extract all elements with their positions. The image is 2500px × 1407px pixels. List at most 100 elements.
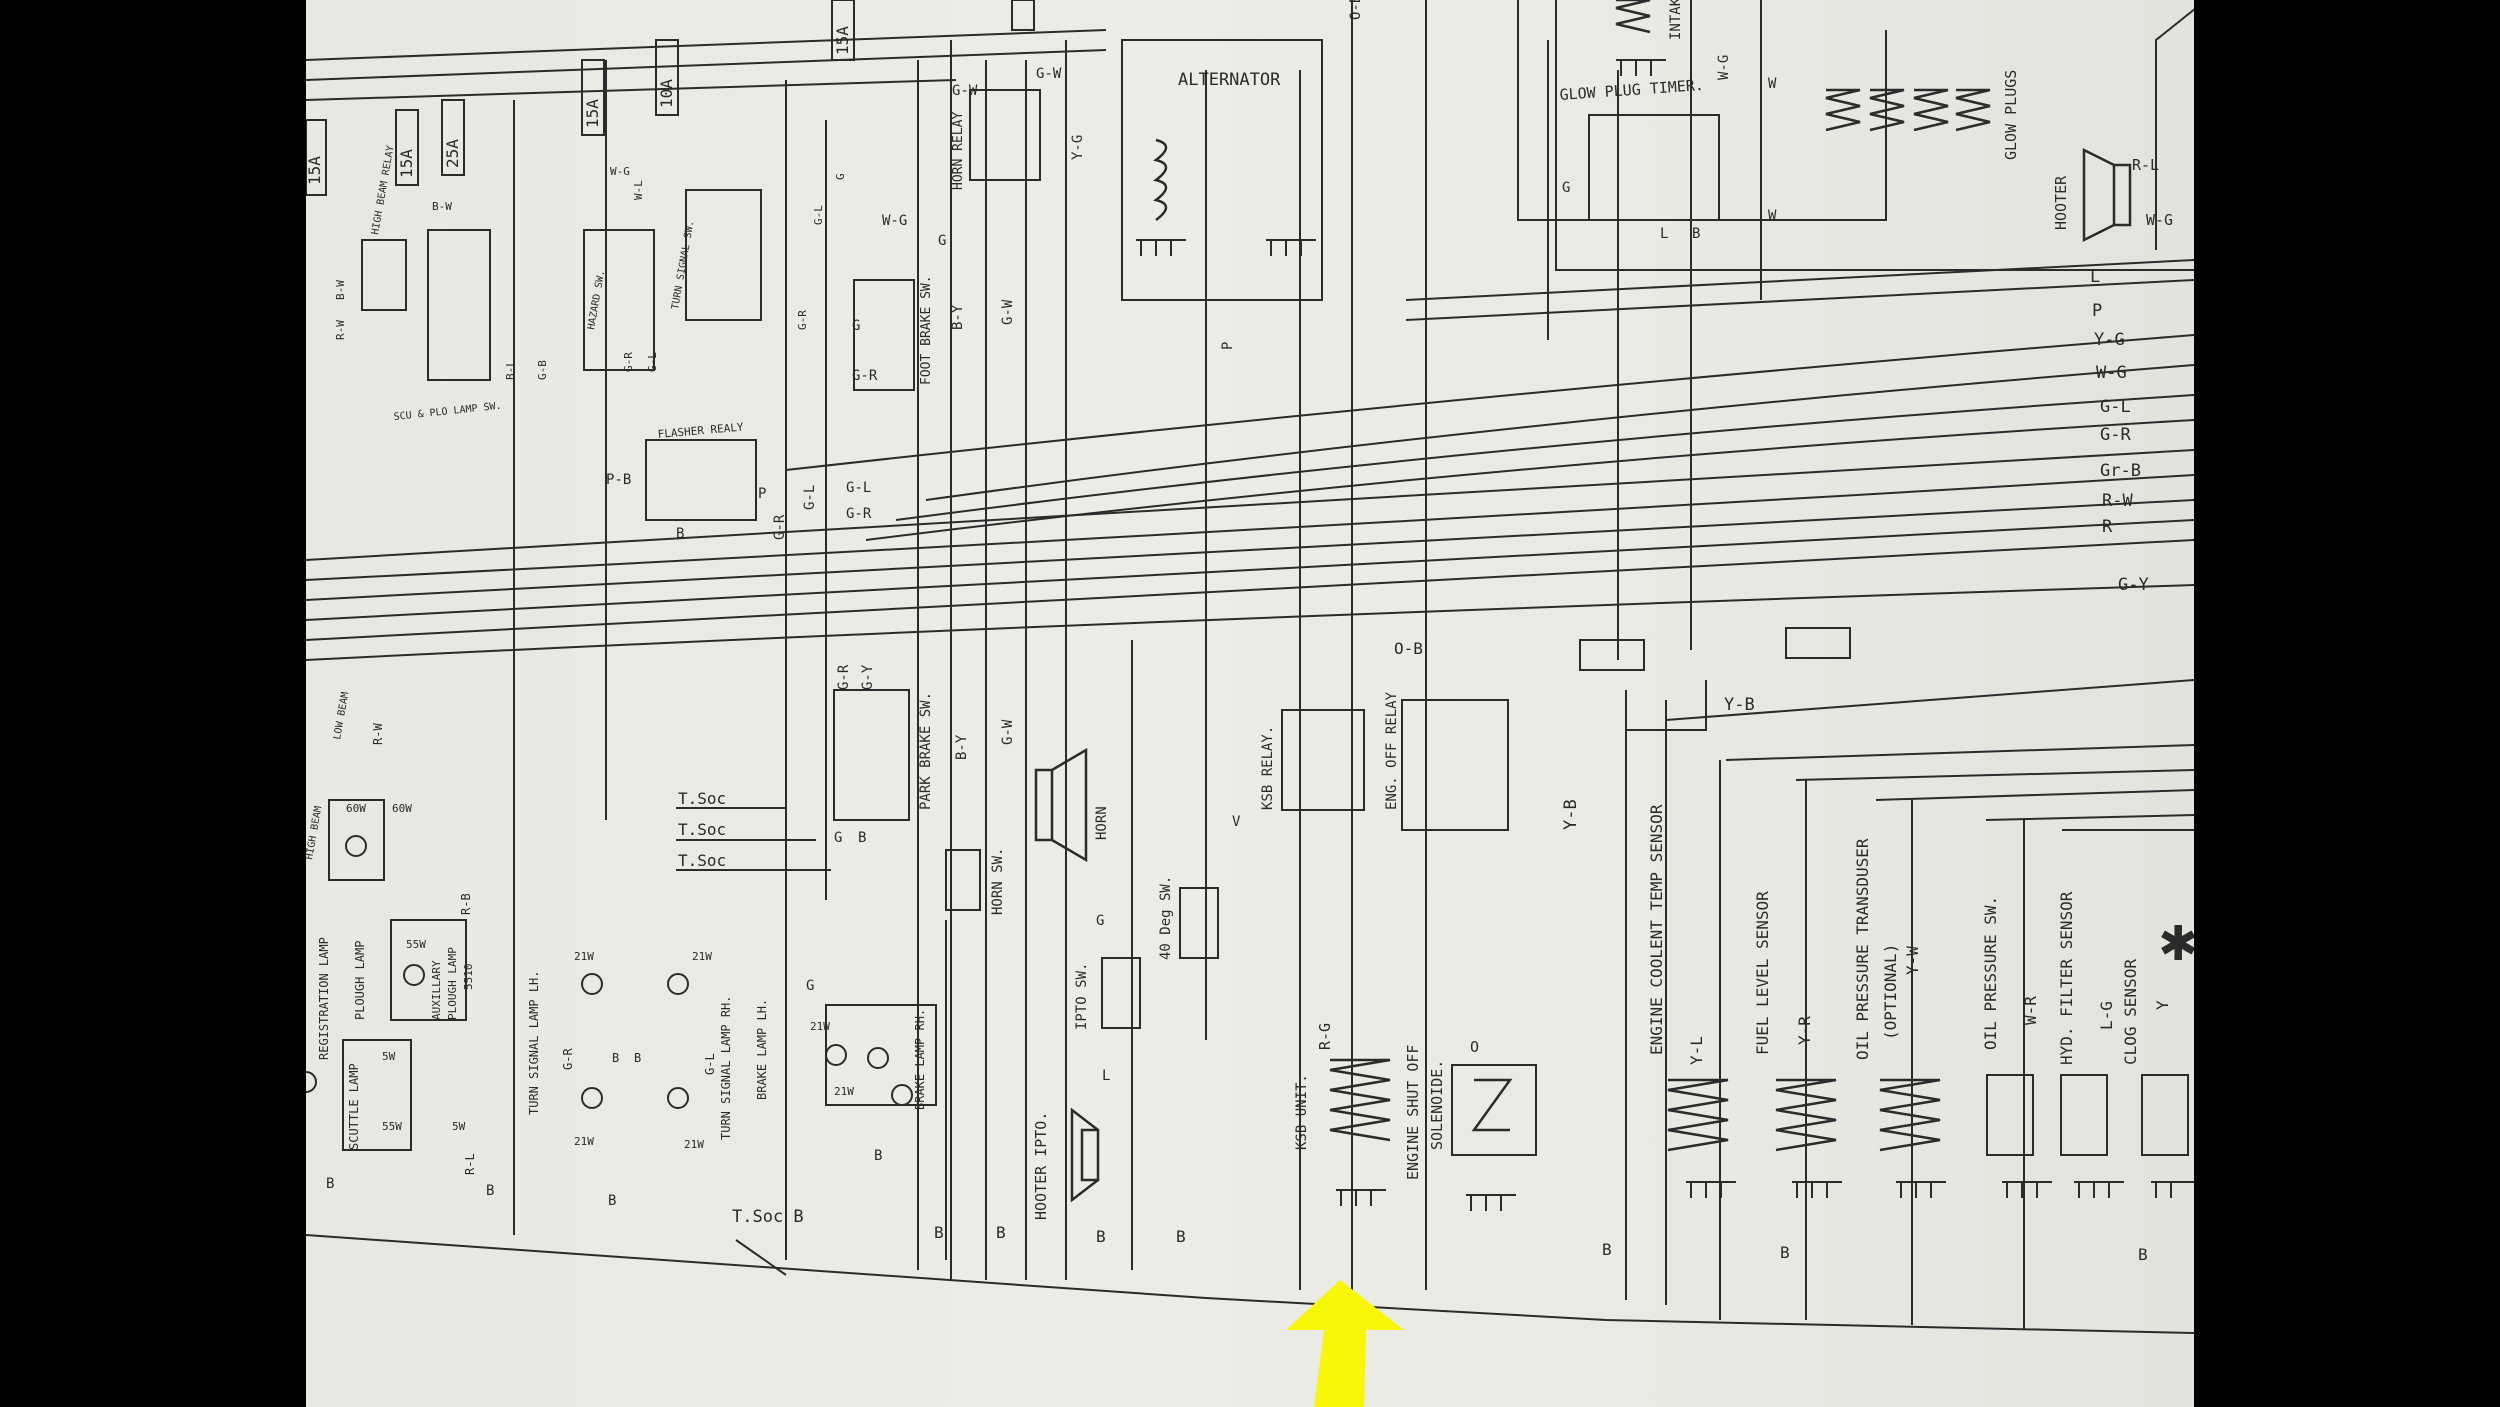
registration-lamp-label: REGISTRATION LAMP xyxy=(317,937,331,1060)
scu-plo-switch-box xyxy=(427,229,491,381)
eng-off-relay-box xyxy=(1401,699,1509,831)
wire-label: G-L xyxy=(646,352,659,372)
glow-plug-timer-label: GLOW PLUG TIMER. xyxy=(1559,76,1704,104)
brake-lamp-rh-label: BRAKE LAMP RH. xyxy=(913,1009,927,1110)
solenoid-box xyxy=(1451,1064,1537,1156)
wire-label: G-W xyxy=(1000,719,1016,745)
wire-label: B xyxy=(608,1193,616,1209)
bus-wire-label: P xyxy=(2092,301,2102,321)
wattage-label: 21W xyxy=(692,950,712,963)
wire-label: R-B xyxy=(459,893,473,915)
wire-label: G-L xyxy=(703,1053,717,1075)
wattage-label: 60W xyxy=(392,802,412,815)
fuse xyxy=(441,99,465,176)
coolant-sensor-coil-icon xyxy=(1667,1078,1729,1152)
lamp-icon xyxy=(667,973,689,995)
wattage-label: 21W xyxy=(810,1020,830,1033)
deg-switch-label: 40 Deg SW. xyxy=(1158,876,1174,960)
ground-bus xyxy=(306,1234,2194,1334)
wire-label: G-W xyxy=(1036,66,1062,82)
fuse-group xyxy=(306,0,1035,196)
wire-label: G-B xyxy=(536,360,549,380)
scuttle-lamp-label: SCUTTLE LAMP xyxy=(347,1063,361,1150)
wattage-label: 21W xyxy=(574,950,594,963)
hazard-switch-label: HAZARD SW. xyxy=(586,269,607,330)
wire-label: R-L xyxy=(463,1153,477,1175)
wire-label: L xyxy=(1660,226,1668,242)
fuse xyxy=(581,59,605,136)
plough-lamp-label: PLOUGH LAMP xyxy=(353,941,367,1020)
wire-label: B xyxy=(2138,1245,2148,1264)
high-beam-relay-box xyxy=(361,239,407,311)
fuse-label: 15A xyxy=(306,156,324,185)
harness-line xyxy=(1405,279,2194,321)
wire-label: Y-R xyxy=(1795,1016,1814,1045)
wire-label: G-R xyxy=(836,664,852,690)
intake-label: INTAKE xyxy=(1668,0,1684,40)
wire-label: Y-G xyxy=(1070,135,1086,160)
wire-label: G xyxy=(1096,913,1104,929)
frame xyxy=(1555,0,2194,271)
wire-label: G-L xyxy=(812,205,825,225)
frame xyxy=(2155,8,2194,250)
wire-label: B xyxy=(934,1223,944,1242)
wattage-label: 5W xyxy=(452,1120,466,1133)
wattage-label: 55W xyxy=(406,938,426,951)
wire-label: P-B xyxy=(606,472,631,488)
wire-label: G xyxy=(834,173,847,180)
harness-line xyxy=(306,539,2194,641)
eng-off-relay-label: ENG. OFF RELAY xyxy=(1384,691,1400,810)
glow-plug-coil-icon xyxy=(1825,88,1861,132)
lamp-icon xyxy=(667,1087,689,1109)
clog-sensor-box xyxy=(2141,1074,2189,1156)
fuse-label: 10A xyxy=(657,79,676,108)
wire-label: G xyxy=(852,318,860,334)
wire xyxy=(1725,744,2194,761)
wire-label: B xyxy=(1692,226,1700,242)
wire-label: B xyxy=(858,830,866,846)
wire-label: B xyxy=(1780,1243,1790,1262)
wire xyxy=(1795,769,2194,781)
wire-label: L xyxy=(1102,1068,1110,1084)
wire-label: G xyxy=(834,830,842,846)
fuel-sensor-label: FUEL LEVEL SENSOR xyxy=(1753,891,1772,1055)
turn-signal-switch-box xyxy=(685,189,762,321)
wattage-label: 60W xyxy=(346,802,366,815)
ground-icon xyxy=(1266,239,1316,256)
hooter-ipto-icon xyxy=(1070,1107,1100,1203)
bus-wire-label: Gr-B xyxy=(2100,461,2141,481)
horn-label: HORN xyxy=(1094,806,1110,840)
low-beam-label: LOW BEAM xyxy=(332,691,351,740)
wire-label: B xyxy=(634,1051,641,1065)
scu-plo-label: SCU & PLO LAMP SW. xyxy=(393,401,502,423)
aux-plough-lamp-box xyxy=(390,919,467,1021)
wire-label: B xyxy=(1176,1227,1186,1246)
clog-sensor-label: CLOG SENSOR xyxy=(2121,959,2140,1065)
wire-label: B-W xyxy=(432,200,452,213)
wire-label: R-G xyxy=(1316,1023,1334,1050)
wire-label: B-L xyxy=(504,360,517,380)
plough-lamp-box xyxy=(328,799,385,881)
wire-label: B xyxy=(486,1183,494,1199)
hyd-filter-box xyxy=(2060,1074,2108,1156)
scuttle-lamp-box xyxy=(342,1039,412,1151)
lamp-icon xyxy=(891,1084,913,1106)
wire-label: B xyxy=(1602,1240,1612,1259)
lamp-icon xyxy=(306,1071,317,1093)
horn-icon xyxy=(1034,747,1088,863)
wire-label: G-R xyxy=(796,310,809,330)
foot-brake-switch-box xyxy=(853,279,915,391)
harness-line xyxy=(865,419,2194,541)
wire-label: G-W xyxy=(952,83,978,99)
wire-label: G-R xyxy=(852,368,878,384)
connector-box xyxy=(1579,639,1645,671)
horn-relay-label: HORN RELAY xyxy=(951,112,966,190)
turn-signal-switch-label: TURN SIGNAL SW. xyxy=(670,220,697,311)
wire-label: G-R xyxy=(772,514,788,540)
ground-icon xyxy=(1792,1181,1842,1198)
wire-label: B-W xyxy=(334,280,347,300)
harness-line xyxy=(306,499,2194,601)
tsoc-label: T.Soc xyxy=(678,820,726,839)
wattage-label: 21W xyxy=(684,1138,704,1151)
hooter-ipto-label: HOOTER IPTO. xyxy=(1032,1112,1050,1220)
